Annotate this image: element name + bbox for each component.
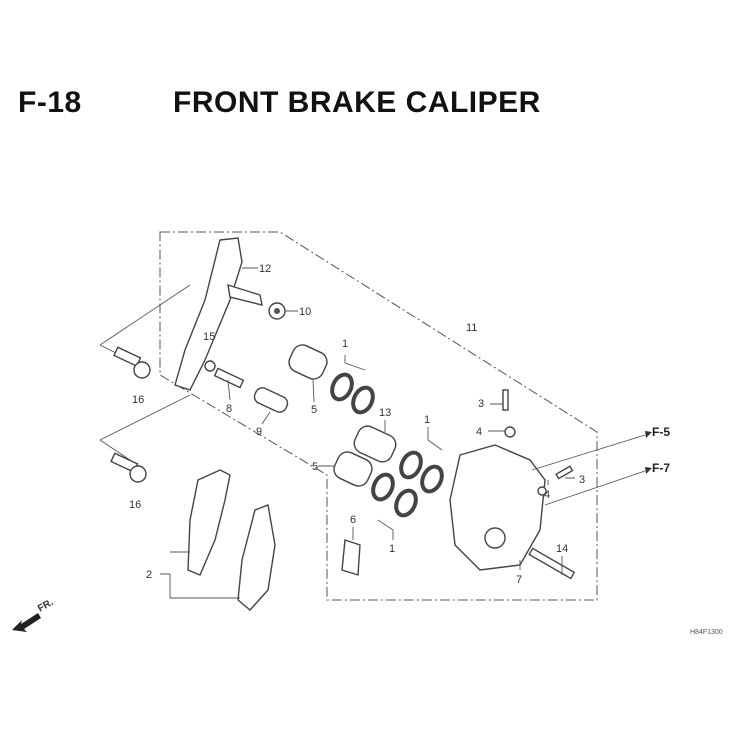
bolt-16-upper [113,346,151,379]
assembly-boundary-11 [159,231,598,601]
piston-5-upper [288,344,328,380]
pad-spring-6 [341,539,361,576]
callout-1: 1 [424,414,430,426]
callout-12: 12 [259,263,271,275]
callout-4: 4 [476,426,482,438]
diagram-code: H84F1300 [690,629,723,636]
callout-8: 8 [226,403,232,415]
callout-9: 9 [256,426,262,438]
piston-5-lower [333,451,373,487]
pin-8 [213,367,245,389]
cap-4b [537,486,547,496]
brake-pad-2b [237,504,276,611]
piston-13 [353,425,397,463]
reference-f5[interactable]: F-5 [652,425,670,439]
pad-pin-14 [528,547,576,580]
callout-5: 5 [312,461,318,473]
callout-16: 16 [129,499,141,511]
slide-pin-12 [227,283,263,306]
callout-5: 5 [311,404,317,416]
callout-3: 3 [478,398,484,410]
front-direction-indicator: FR. [12,597,56,632]
bleeder-3 [502,389,509,411]
callout-1: 1 [342,338,348,350]
arrow-f7-icon [645,467,652,474]
callout-1: 1 [389,543,395,555]
reference-f7[interactable]: F-7 [652,461,670,475]
callout-3: 3 [579,474,585,486]
pin-9 [253,387,289,413]
svg-text:FR.: FR. [36,597,56,615]
caliper-bracket-15 [174,237,243,391]
bolt-16-lower [110,452,147,483]
caliper-body-11 [449,444,546,571]
seal-set-1 [330,372,444,518]
callout-13: 13 [379,407,391,419]
callout-10: 10 [299,306,311,318]
page-title: FRONT BRAKE CALIPER [173,86,541,119]
cap-4 [504,426,516,438]
callout-14: 14 [556,543,568,555]
arrow-f5-icon [645,431,652,438]
bleeder-3b [555,465,574,480]
callout-7: 7 [516,574,522,586]
callout-11: 11 [466,322,477,334]
leader-lines [160,267,646,599]
callout-6: 6 [350,514,356,526]
callout-2: 2 [146,569,152,581]
brake-pad-2a [187,469,231,576]
callout-4: 4 [544,489,550,501]
figure-code: F-18 [18,86,82,119]
callout-16: 16 [132,394,144,406]
arrow-front-icon [12,613,41,632]
washer [204,360,216,372]
callout-15: 15 [203,331,215,343]
